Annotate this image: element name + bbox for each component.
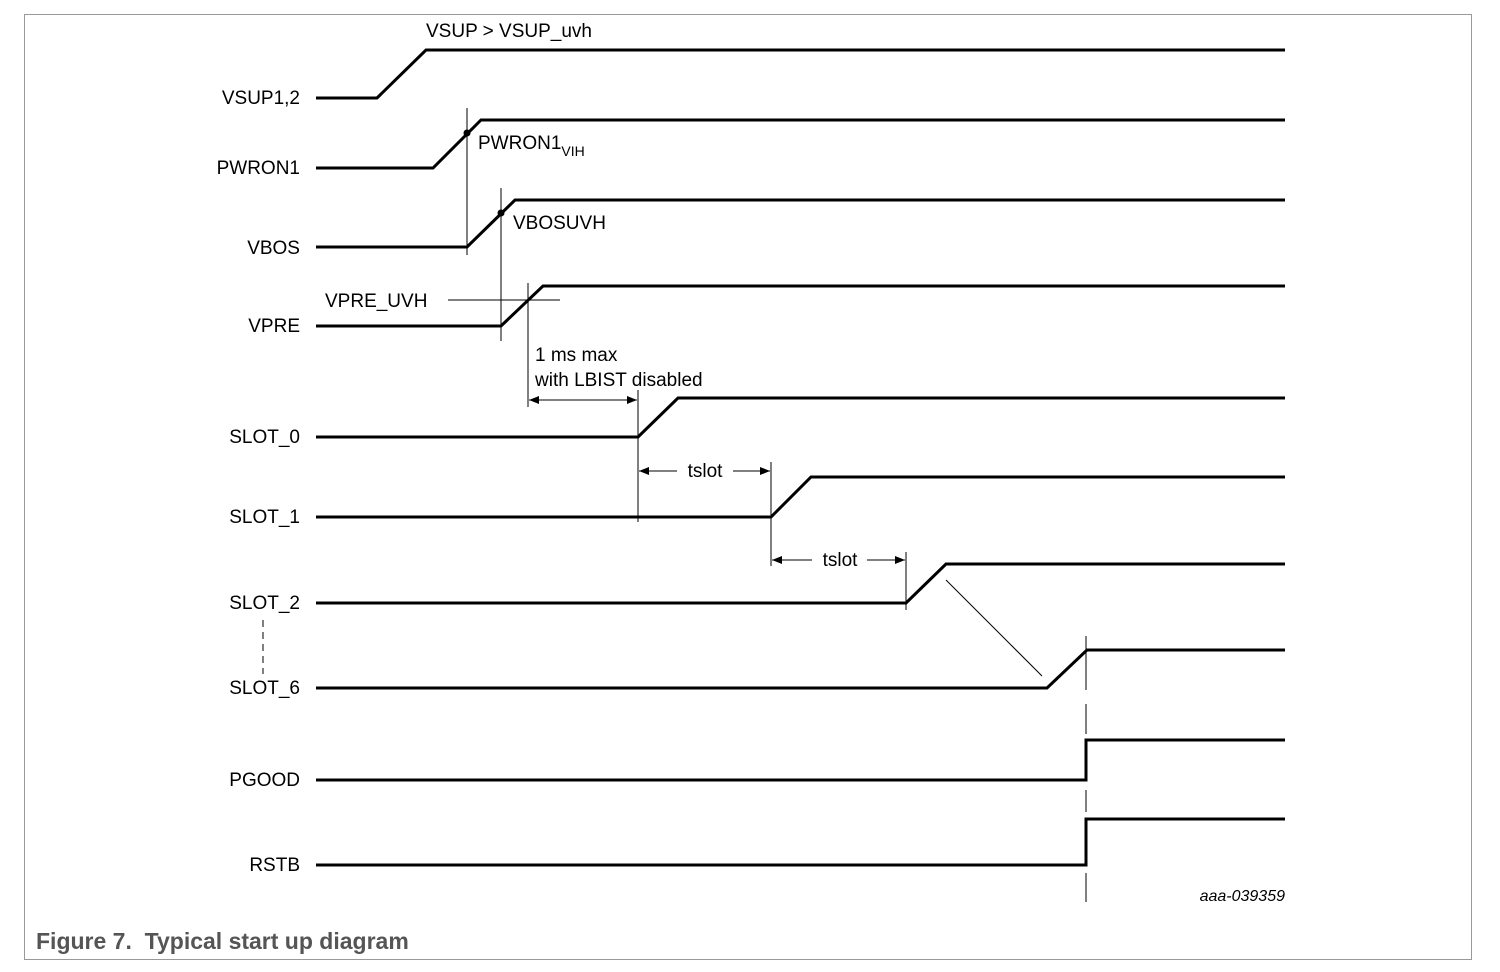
waveform-pgood	[316, 738, 1285, 782]
signal-label-slot1: SLOT_1	[229, 507, 300, 528]
signal-label-pgood: PGOOD	[229, 770, 300, 791]
waveform-vbos	[316, 198, 1285, 249]
signal-label-vsup: VSUP1,2	[222, 88, 300, 109]
annotation-vsup-threshold: VSUP > VSUP_uvh	[426, 21, 592, 42]
figure-code: aaa-039359	[1200, 888, 1286, 905]
annotation-delay-line1: 1 ms max	[535, 345, 618, 366]
figure-frame	[24, 14, 1472, 960]
waveform-slot1	[316, 475, 1285, 519]
annotation-pwron1-threshold: PWRON1VIH	[478, 133, 585, 159]
waveform-vsup	[316, 48, 1285, 100]
annotation-vbos-threshold: VBOSUVH	[513, 213, 606, 234]
signal-label-rstb: RSTB	[249, 855, 300, 876]
annotation-tslot-1: tslot	[688, 461, 724, 482]
signal-label-vpre: VPRE	[248, 316, 300, 337]
annotation-vpre-threshold: VPRE_UVH	[325, 291, 427, 312]
waveform-pwron1	[316, 118, 1285, 170]
ref-line-slot-ellipsis	[945, 579, 1043, 677]
annotation-delay-line2: with LBIST disabled	[534, 370, 703, 391]
waveform-vpre	[316, 284, 1285, 328]
waveform-slot0	[316, 396, 1285, 439]
annotation-pwron1-main: PWRON1	[478, 133, 561, 154]
threshold-dot-pwron1	[463, 129, 471, 137]
waveform-slot6	[316, 648, 1285, 690]
signal-label-slot0: SLOT_0	[229, 427, 300, 448]
figure-caption: Figure 7. Typical start up diagram	[36, 928, 409, 954]
signal-label-pwron1: PWRON1	[217, 158, 300, 179]
waveform-rstb	[316, 817, 1285, 867]
threshold-dot-vbos	[497, 209, 505, 217]
waveform-slot2	[316, 562, 1285, 605]
annotation-pwron1-subscript: VIH	[561, 143, 584, 159]
signal-label-vbos: VBOS	[247, 238, 300, 259]
annotation-tslot-2: tslot	[823, 550, 859, 571]
signal-label-slot6: SLOT_6	[229, 678, 300, 699]
signal-label-slot2: SLOT_2	[229, 593, 300, 614]
